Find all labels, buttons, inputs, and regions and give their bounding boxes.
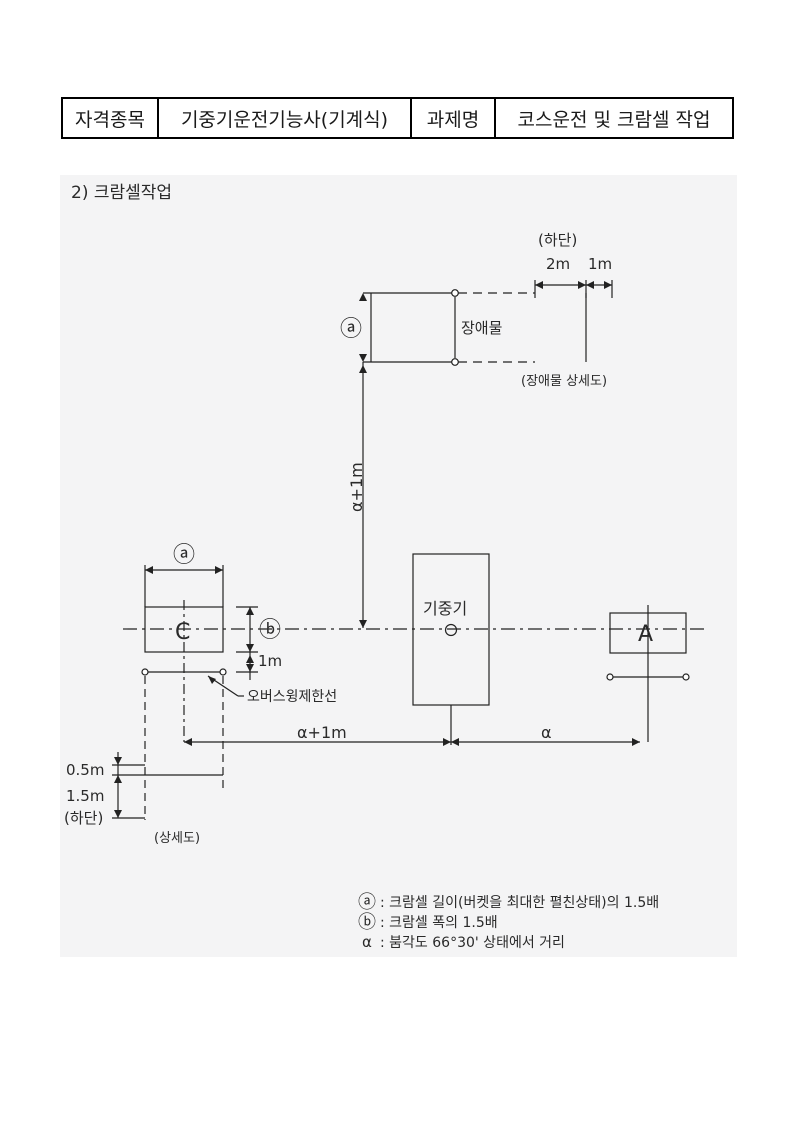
- alpha-plus-1m-horizontal: α+1m: [297, 723, 347, 742]
- crane-label: 기중기: [423, 599, 467, 618]
- bottom-detail-dim-15m: 1.5m: [66, 787, 104, 805]
- alpha-horizontal: α: [541, 723, 552, 742]
- bottom-detail-caption: (상세도): [154, 831, 200, 846]
- marker-b: ⓑ: [259, 618, 281, 643]
- marker-a-horizontal: ⓐ: [173, 543, 195, 568]
- top-detail-dim-2m: 2m: [546, 255, 570, 273]
- legend-symbol-b: ⓑ: [358, 912, 376, 933]
- top-detail-lower-label: (하단): [538, 231, 577, 249]
- dim-1m-side: 1m: [258, 652, 282, 670]
- alpha-plus-1m-vertical: α+1m: [347, 462, 366, 512]
- legend-symbol-alpha: α: [362, 933, 372, 951]
- header-cell-task-label: 과제명: [410, 97, 496, 139]
- legend-symbol-a: ⓐ: [358, 892, 376, 913]
- legend-text-alpha: : 붐각도 66°30' 상태에서 거리: [380, 935, 565, 951]
- header-table: 자격종목 기중기운전기능사(기계식) 과제명 코스운전 및 크람셀 작업: [61, 97, 734, 139]
- top-detail-dim-1m: 1m: [588, 255, 612, 273]
- bottom-detail-dim-05m: 0.5m: [66, 761, 104, 779]
- box-a-label: A: [638, 622, 653, 647]
- marker-a-vertical: ⓐ: [340, 317, 362, 342]
- section-title: 2) 크람셀작업: [71, 183, 172, 203]
- obstacle-label: 장애물: [461, 319, 502, 337]
- header-cell-subject-label: 자격종목: [61, 97, 159, 139]
- overswing-limit-label: 오버스윙제한선: [247, 689, 337, 705]
- legend-text-b: : 크람셀 폭의 1.5배: [380, 915, 498, 931]
- legend-text-a: : 크람셀 길이(버켓을 최대한 펼친상태)의 1.5배: [380, 895, 659, 911]
- box-c-label: C: [175, 620, 190, 645]
- header-cell-task-value: 코스운전 및 크람셀 작업: [494, 97, 734, 139]
- header-cell-subject-value: 기중기운전기능사(기계식): [157, 97, 412, 139]
- bottom-detail-lower-label: (하단): [64, 809, 103, 827]
- scanned-figure-background: [60, 175, 737, 957]
- obstacle-detail-caption: (장애물 상세도): [521, 374, 607, 389]
